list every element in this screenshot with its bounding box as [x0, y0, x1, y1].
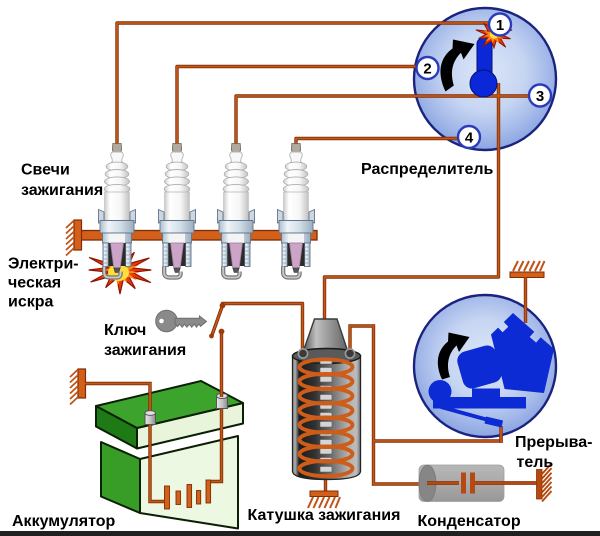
svg-text:Ключ: Ключ — [104, 322, 146, 339]
svg-text:Аккумулятор: Аккумулятор — [12, 513, 115, 530]
svg-text:тель: тель — [517, 454, 554, 471]
svg-text:Электри-: Электри- — [8, 256, 79, 273]
svg-text:3: 3 — [536, 88, 544, 105]
svg-text:2: 2 — [423, 61, 431, 78]
svg-text:Распределитель: Распределитель — [361, 161, 494, 178]
svg-text:Прерыва-: Прерыва- — [515, 434, 592, 451]
svg-text:Катушка зажигания: Катушка зажигания — [248, 507, 401, 524]
svg-text:1: 1 — [496, 17, 504, 34]
svg-text:искра: искра — [8, 294, 54, 311]
svg-text:Свечи: Свечи — [21, 162, 70, 179]
svg-text:зажигания: зажигания — [21, 182, 103, 199]
svg-text:зажигания: зажигания — [104, 342, 186, 359]
svg-text:Конденсатор: Конденсатор — [418, 513, 521, 530]
svg-text:4: 4 — [465, 130, 474, 147]
svg-text:ческая: ческая — [8, 275, 61, 292]
